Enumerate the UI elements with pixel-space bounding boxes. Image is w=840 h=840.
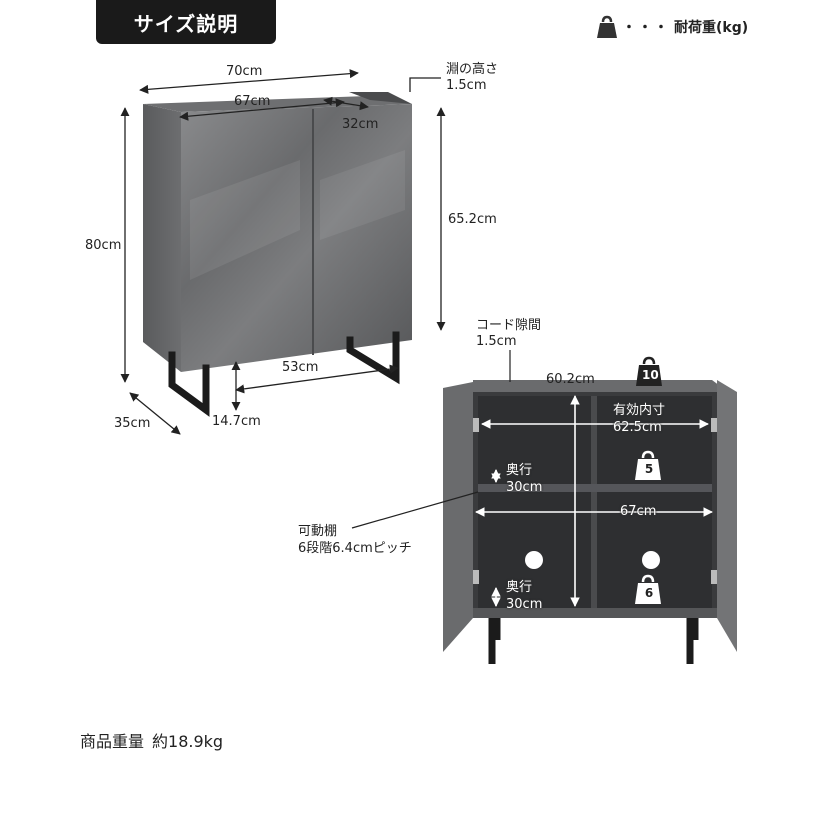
left-door bbox=[443, 382, 473, 652]
load-bottom-value: 6 bbox=[644, 586, 654, 600]
edge-height-value: 1.5cm bbox=[446, 78, 487, 93]
leg-height-label: 14.7cm bbox=[212, 414, 261, 429]
section-title: サイズ説明 bbox=[96, 0, 276, 44]
right-door bbox=[717, 380, 737, 652]
open-cabinet-legs bbox=[488, 618, 699, 664]
total-height-label: 80cm bbox=[85, 238, 122, 253]
load-legend: ・・・ 耐荷重(kg) bbox=[596, 12, 748, 42]
load-shelf-value: 5 bbox=[644, 462, 654, 476]
effective-title: 有効内寸 bbox=[613, 403, 666, 418]
open-cabinet-top bbox=[473, 380, 728, 392]
weight-icon bbox=[635, 574, 661, 604]
cord-gap-title: コード隙間 bbox=[476, 318, 542, 333]
product-weight-value: 約18.9kg bbox=[152, 732, 224, 751]
product-weight-label: 商品重量 bbox=[80, 732, 145, 751]
cord-hole bbox=[525, 551, 543, 569]
width-inner-label: 67cm bbox=[234, 94, 271, 109]
effective-height: 62.5cm bbox=[613, 420, 662, 435]
leg-span-label: 53cm bbox=[282, 360, 319, 375]
open-cabinet bbox=[443, 380, 737, 664]
cord-hole bbox=[642, 551, 660, 569]
legend-label: 耐荷重(kg) bbox=[674, 20, 749, 36]
cabinet-front bbox=[181, 104, 412, 372]
depth-value-upper: 30cm bbox=[506, 480, 543, 495]
depth-title-upper: 奥行 bbox=[506, 463, 533, 478]
depth-value-lower: 30cm bbox=[506, 597, 543, 612]
half-top-label: 32cm bbox=[342, 117, 379, 132]
depth-title-lower: 奥行 bbox=[506, 580, 533, 595]
edge-height-title: 淵の高さ bbox=[446, 62, 499, 77]
inner-width-label: 67cm bbox=[620, 504, 657, 519]
load-top-value: 10 bbox=[642, 368, 659, 382]
cabinet-side bbox=[143, 104, 181, 372]
weight-icon bbox=[597, 15, 617, 38]
body-height-label: 65.2cm bbox=[448, 212, 497, 227]
closed-cabinet bbox=[143, 92, 412, 417]
shelf-leader bbox=[351, 491, 479, 529]
cord-gap-value: 1.5cm bbox=[476, 334, 517, 349]
movable-shelf bbox=[478, 484, 712, 492]
weight-icon bbox=[635, 450, 661, 480]
interior-dimensions bbox=[475, 395, 713, 607]
shelf-title: 可動棚 bbox=[298, 524, 338, 539]
inner-width-top-label: 60.2cm bbox=[546, 372, 595, 387]
cabinet-legs bbox=[168, 331, 400, 417]
shelf-value: 6段階6.4cmピッチ bbox=[298, 541, 412, 556]
width-outer-label: 70cm bbox=[226, 64, 263, 79]
product-weight: 商品重量約18.9kg bbox=[80, 728, 231, 752]
weight-icon bbox=[636, 356, 662, 386]
legend-dots: ・・・ bbox=[622, 20, 670, 36]
closed-dimensions bbox=[120, 69, 446, 435]
depth-label: 35cm bbox=[114, 416, 151, 431]
